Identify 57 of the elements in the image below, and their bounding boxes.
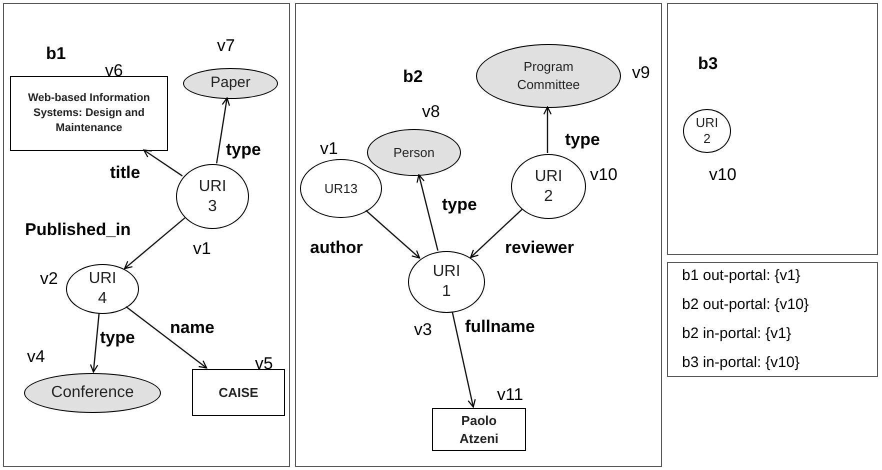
vertex-label: v10 xyxy=(590,164,618,186)
vertex-label: v6 xyxy=(105,60,123,82)
vertex-label: v4 xyxy=(27,346,45,368)
block-label: b3 xyxy=(698,53,718,75)
arrow xyxy=(365,210,420,259)
node-label: Web-based Information Systems: Design and Maintenance xyxy=(26,91,152,136)
node-label: Paper xyxy=(210,73,251,94)
arrow xyxy=(543,106,552,153)
edge-label: type xyxy=(442,194,477,216)
node-label: URI 2 xyxy=(534,166,564,206)
vertex-label: v2 xyxy=(40,268,58,290)
node-label: URI 2 xyxy=(694,115,720,147)
arrow xyxy=(143,149,183,176)
arrow xyxy=(452,311,476,408)
block-label: b2 xyxy=(403,66,423,88)
portal-box xyxy=(667,262,878,377)
edge-label: author xyxy=(310,237,363,259)
node-label: Paolo Atzeni xyxy=(458,412,500,448)
node-label: Program Committee xyxy=(516,58,581,94)
arrow xyxy=(90,312,100,373)
vertex-label: v11 xyxy=(497,384,524,406)
arrow xyxy=(124,217,186,270)
node-label: Person xyxy=(393,144,435,162)
node-label: URI 1 xyxy=(432,262,462,302)
vertex-label: v10 xyxy=(709,164,736,186)
arrow xyxy=(216,97,230,164)
arrow xyxy=(416,174,438,251)
portal-entry: b2 out-portal: {v10} xyxy=(682,295,810,315)
vertex-label: v1 xyxy=(193,238,211,260)
node-label: URI 3 xyxy=(198,176,228,216)
vertex-label: v7 xyxy=(217,35,235,57)
node-label: URI 4 xyxy=(88,269,118,309)
node-label: Conference xyxy=(51,383,134,403)
edge-label: reviewer xyxy=(505,237,574,259)
block-label: b1 xyxy=(46,43,66,65)
block-panel xyxy=(667,3,878,255)
vertex-label: v8 xyxy=(422,101,440,123)
vertex-label: v3 xyxy=(414,319,432,341)
vertex-label: v5 xyxy=(255,353,273,375)
arrow xyxy=(470,208,522,258)
edge-label: type xyxy=(100,327,135,349)
portal-entry: b1 out-portal: {v1} xyxy=(682,266,802,286)
block-panel xyxy=(3,3,290,467)
edge-label: name xyxy=(170,317,214,339)
edge-label: type xyxy=(565,129,600,151)
arrow xyxy=(126,306,208,369)
portal-entry: b2 in-portal: {v1} xyxy=(682,324,792,344)
vertex-label: v1 xyxy=(320,138,338,160)
node-label: UR13 xyxy=(324,180,358,198)
edge-label: title xyxy=(110,162,140,184)
portal-entry: b3 in-portal: {v10} xyxy=(682,353,801,373)
edge-label: type xyxy=(226,139,261,161)
vertex-label: v9 xyxy=(632,62,650,84)
edge-label: fullname xyxy=(465,316,535,338)
edge-label: Published_in xyxy=(25,219,131,241)
block-panel xyxy=(295,3,662,467)
node-label: CAISE xyxy=(218,384,258,402)
